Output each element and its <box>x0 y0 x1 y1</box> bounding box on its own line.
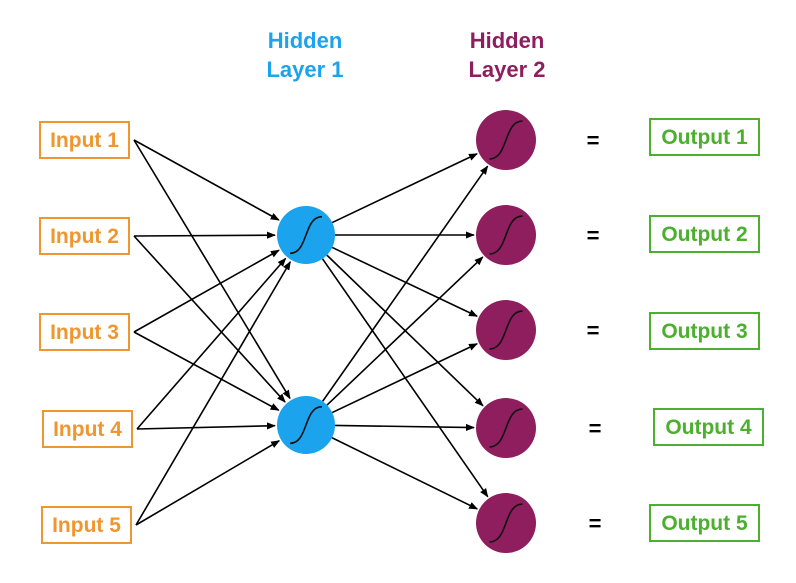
input-label-2: Input 2 <box>50 225 119 248</box>
output-box-2 <box>649 215 760 253</box>
output-label-5: Output 5 <box>661 512 748 535</box>
edge-hidden1-2-to-hidden2-1 <box>322 165 489 402</box>
sigmoid-curve-icon <box>289 405 323 445</box>
edge-hidden1-2-to-hidden2-2 <box>326 256 484 406</box>
output-label-3: Output 3 <box>661 320 747 343</box>
input-label-5: Input 5 <box>52 514 121 537</box>
hidden-layer-2-title-line-2: Layer 2 <box>468 57 545 82</box>
edge-input-5-to-hidden1-2 <box>135 440 281 526</box>
hidden-layer-1-title-line-2: Layer 1 <box>266 57 343 82</box>
output-box-5 <box>649 504 760 542</box>
hidden-layer-2-title-line-1: Hidden <box>470 28 545 53</box>
edge-input-5-to-hidden1-1 <box>135 260 292 526</box>
edge-hidden1-2-to-hidden2-5 <box>331 437 479 510</box>
input-box-2 <box>39 217 130 255</box>
output-box-1 <box>649 118 760 156</box>
equals-sign-2: = <box>587 223 600 248</box>
edge-input-2-to-hidden1-1 <box>133 231 276 239</box>
sigmoid-curve-icon <box>489 215 523 255</box>
edge-hidden1-1-to-hidden2-1 <box>331 153 478 224</box>
edge-input-2-to-hidden1-2 <box>133 235 286 403</box>
input-box-1 <box>39 121 130 159</box>
edge-hidden1-2-to-hidden2-3 <box>331 343 478 414</box>
input-label-1: Input 1 <box>50 129 119 152</box>
sigmoid-curve-icon <box>489 503 523 543</box>
connections <box>133 139 489 526</box>
output-label-2: Output 2 <box>661 223 747 246</box>
output-label-1: Output 1 <box>661 126 748 149</box>
edge-input-1-to-hidden1-1 <box>133 139 280 221</box>
labels: Input 1 Input 2 Input 3 Input 4 Input 5 = = = = =… <box>39 118 764 544</box>
edge-input-4-to-hidden1-1 <box>136 257 287 430</box>
equals-sign-4: = <box>589 416 602 441</box>
edge-input-3-to-hidden1-1 <box>133 249 280 333</box>
output-label-4: Output 4 <box>665 416 752 439</box>
edge-hidden1-1-to-hidden2-3 <box>331 246 478 317</box>
output-box-4 <box>653 408 764 446</box>
edge-input-4-to-hidden1-2 <box>136 422 276 430</box>
equals-sign-3: = <box>587 318 600 343</box>
output-box-3 <box>649 312 760 350</box>
equals-sign-1: = <box>587 128 600 153</box>
sigmoid-curve-icon <box>489 408 523 448</box>
edge-input-3-to-hidden1-2 <box>133 331 280 411</box>
nodes <box>277 110 536 553</box>
hidden-layer-1-title-line-1: Hidden <box>268 28 343 53</box>
sigmoid-curve-icon <box>489 120 523 160</box>
input-label-3: Input 3 <box>50 321 119 344</box>
input-box-3 <box>39 313 130 351</box>
input-box-5 <box>41 506 132 544</box>
input-label-4: Input 4 <box>53 418 122 441</box>
edge-hidden1-2-to-hidden2-4 <box>334 423 475 431</box>
sigmoid-curve-icon <box>489 310 523 350</box>
input-box-4 <box>42 410 133 448</box>
equals-sign-5: = <box>589 511 602 536</box>
edge-input-1-to-hidden1-2 <box>133 139 291 400</box>
sigmoid-curve-icon <box>289 215 323 255</box>
